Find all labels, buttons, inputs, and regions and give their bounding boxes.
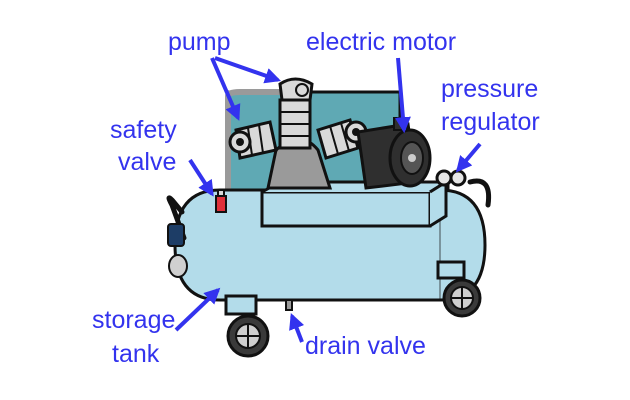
arrow-storage — [174, 287, 221, 332]
right-handle — [467, 178, 492, 208]
label-storage-line2: tank — [112, 340, 160, 368]
label-safety-line1: safety — [110, 116, 177, 144]
label-pressure-line2: regulator — [441, 108, 540, 136]
tank-end-plug — [168, 254, 188, 278]
pump-assembly — [228, 77, 368, 190]
arrow-pump-2 — [214, 56, 282, 84]
pressure-regulator — [435, 169, 467, 192]
arrow-drain — [289, 313, 305, 343]
arrow-pump-1 — [210, 57, 241, 121]
label-drain-valve: drain valve — [305, 332, 426, 360]
label-pressure-line1: pressure — [441, 75, 538, 103]
callout-arrows — [174, 56, 482, 343]
drain-valve — [285, 299, 293, 311]
label-safety-line2: valve — [118, 148, 176, 176]
label-electric-motor: electric motor — [306, 28, 456, 56]
arrow-safety — [188, 158, 214, 197]
label-pump: pump — [168, 28, 231, 56]
rear-wheel — [436, 260, 482, 318]
arrow-motor — [394, 57, 411, 134]
arrow-pressure — [455, 142, 482, 173]
label-storage-line1: storage — [92, 306, 175, 334]
tank-handle — [166, 195, 187, 241]
tank-handle-grip — [167, 223, 185, 247]
safety-valve — [215, 189, 227, 213]
front-wheel — [224, 294, 270, 358]
base-platform — [260, 190, 432, 228]
